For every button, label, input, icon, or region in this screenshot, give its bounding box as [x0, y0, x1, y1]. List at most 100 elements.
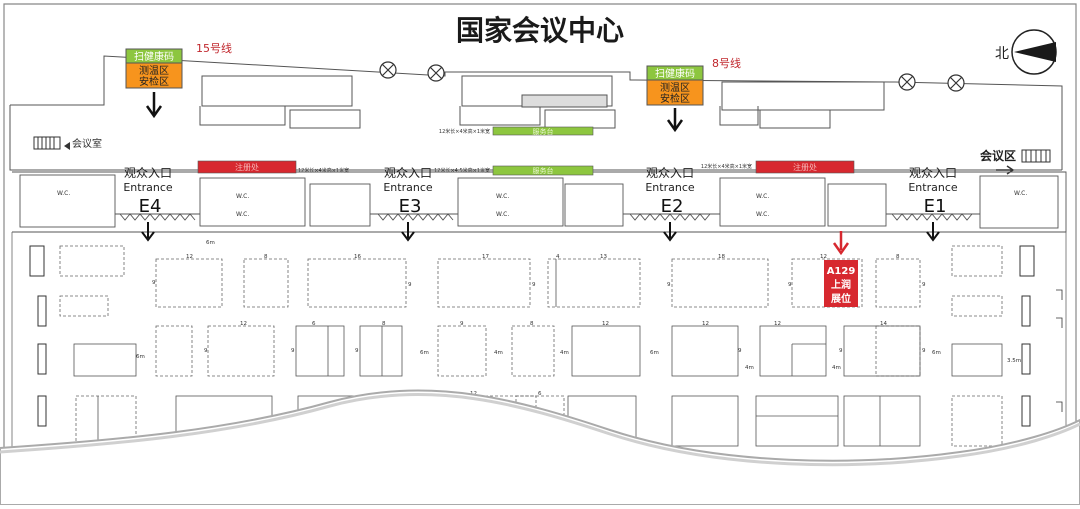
wc-label: W.C.	[236, 193, 249, 200]
dimension-label: 8	[896, 254, 900, 260]
wc-label: W.C.	[496, 193, 509, 200]
dimension-label: 13	[600, 254, 607, 260]
banner-note: 12米长×4.5米高×1米宽	[434, 167, 490, 174]
highlight-booth[interactable]: A129 上润 展位	[791, 231, 863, 308]
entrance-cn: 观众入口	[909, 166, 957, 180]
wc-label: W.C.	[756, 193, 769, 200]
line15-label: 15号线	[196, 41, 232, 55]
checkpoint-right: 扫健康码 测温区 安检区 8号线	[646, 56, 741, 133]
service-banners: 注册处 12米长×4米高×1米宽 12米长×4.5米高×1米宽 服务台 服务台 …	[197, 127, 855, 176]
wc-label: W.C.	[1014, 190, 1027, 197]
dimension-label: 12	[820, 254, 827, 260]
dimension-label: 3.5m	[1007, 358, 1021, 364]
security-label: 安检区	[139, 75, 169, 88]
entrance-cn: 观众入口	[646, 166, 694, 180]
dimension-label: 9	[355, 348, 359, 354]
registration-banner	[755, 160, 855, 174]
entrance-en: Entrance	[123, 181, 173, 194]
north-compass: 北	[995, 29, 1057, 75]
line8-label: 8号线	[712, 56, 741, 70]
dimension-label: 6	[538, 391, 542, 397]
banner-note: 12米长×4米高×1米宽	[298, 167, 349, 174]
dimension-label: 6	[312, 321, 316, 327]
dimension-label: 9	[667, 282, 671, 288]
dimension-label: 9	[152, 280, 156, 286]
dimension-label: 9	[922, 348, 926, 354]
service-desk-label: 服务台	[533, 166, 554, 175]
registration-label: 注册处	[235, 162, 259, 172]
dimension-label: 9	[460, 321, 464, 327]
registration-banner	[197, 160, 297, 174]
dimension-label: 17	[482, 254, 489, 260]
temp-label: 测温区	[660, 81, 690, 94]
dimension-label: 9	[839, 348, 843, 354]
dimension-label: 12	[240, 321, 247, 327]
wc-labels: W.C. W.C. W.C. W.C. W.C. W.C. W.C. W.C.	[57, 190, 1027, 218]
dimension-label: 4	[556, 254, 560, 260]
booth-name-1: 上润	[831, 278, 851, 291]
highlight-booth-marker	[824, 260, 858, 307]
entrance-code: E4	[139, 196, 162, 217]
entrance-en: Entrance	[383, 181, 433, 194]
checkpoint-left: 扫健康码 测温区 安检区 15号线	[125, 41, 232, 119]
entrance-e3: 观众入口 Entrance E3	[383, 166, 433, 242]
entrance-en: Entrance	[908, 181, 958, 194]
entrance-e4: 观众入口 Entrance E4	[123, 166, 173, 242]
north-label: 北	[995, 46, 1009, 62]
wc-label: W.C.	[496, 211, 509, 218]
dimension-label: 4m	[560, 350, 569, 356]
booth-name-2: 展位	[831, 292, 851, 305]
scan-label: 扫健康码	[655, 67, 695, 80]
service-desk-banner	[492, 165, 594, 176]
dimension-label: 12	[186, 254, 193, 260]
pillars	[29, 245, 1035, 427]
dimension-label: 16	[354, 254, 361, 260]
dimension-label: 9	[408, 282, 412, 288]
dimension-label: 6m	[206, 240, 215, 246]
service-desk-label: 服务台	[533, 127, 554, 136]
wc-label: W.C.	[57, 190, 70, 197]
dimension-label: 6m	[932, 350, 941, 356]
temp-label: 测温区	[139, 64, 169, 77]
dimension-label: 9	[204, 348, 208, 354]
entrance-e1: 观众入口 Entrance E1	[908, 166, 958, 242]
venue-title: 国家会议中心	[456, 14, 624, 47]
dimension-label: 6m	[650, 350, 659, 356]
meeting-area-label: 会议区	[980, 148, 1016, 163]
dimension-label: 12	[702, 321, 709, 327]
dimension-label: 9	[788, 282, 792, 288]
decorative-wave-shadow	[0, 393, 1080, 467]
banner-note: 12米长×4米高×1米宽	[439, 128, 490, 135]
entrance-code: E2	[661, 196, 684, 217]
meeting-room-sign: 会议室	[33, 136, 102, 150]
dimension-label: 6m	[420, 350, 429, 356]
dimension-label: 8	[264, 254, 268, 260]
valve-icons	[379, 61, 965, 92]
entrance-cn: 观众入口	[124, 166, 172, 180]
side-doors	[1056, 289, 1063, 412]
registration-label: 注册处	[793, 162, 817, 172]
wc-label: W.C.	[236, 211, 249, 218]
dimension-label: 4m	[494, 350, 503, 356]
meeting-area-sign: 会议区	[980, 148, 1051, 175]
dimension-label: 14	[880, 321, 887, 327]
dimension-label: 18	[718, 254, 725, 260]
dimension-label: 9	[291, 348, 295, 354]
decorative-wave	[0, 389, 1080, 506]
entrance-e2: 观众入口 Entrance E2	[645, 166, 695, 242]
entrance-code: E3	[399, 196, 422, 217]
dimension-label: 8	[530, 321, 534, 327]
green-banner-top: 12米长×4米高×1米宽	[439, 126, 594, 136]
entrance-cn: 观众入口	[384, 166, 432, 180]
scan-label: 扫健康码	[134, 50, 174, 63]
dimension-label: 4m	[745, 365, 754, 371]
dimension-label: 9	[738, 348, 742, 354]
dimension-label: 4m	[832, 365, 841, 371]
security-label: 安检区	[660, 92, 690, 105]
dimension-label: 6m	[136, 354, 145, 360]
dimension-label: 12	[602, 321, 609, 327]
booth-pointer-arrow	[832, 231, 850, 256]
entrance-en: Entrance	[645, 181, 695, 194]
meeting-room-label: 会议室	[72, 137, 102, 150]
